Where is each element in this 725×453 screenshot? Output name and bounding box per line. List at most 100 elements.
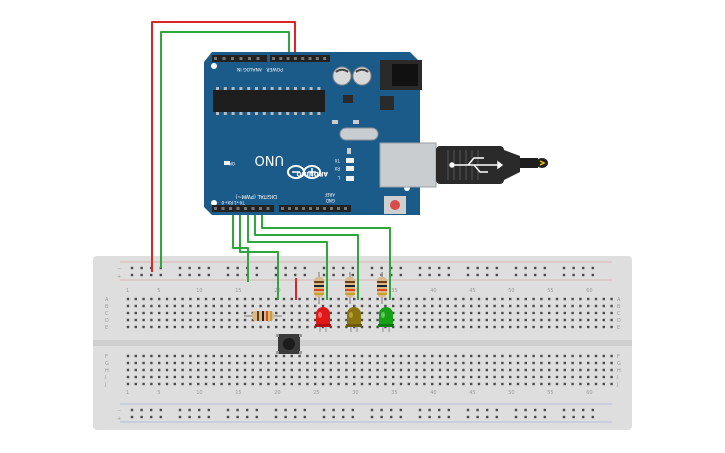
breadboard-hole[interactable] (212, 375, 215, 379)
breadboard-hole[interactable] (353, 368, 356, 372)
breadboard-hole[interactable] (150, 311, 153, 315)
breadboard-hole[interactable] (274, 408, 278, 412)
breadboard-hole[interactable] (594, 375, 598, 379)
header-pin[interactable] (214, 57, 217, 60)
breadboard-hole[interactable] (306, 318, 309, 322)
breadboard-hole[interactable] (267, 354, 270, 358)
breadboard-hole[interactable] (390, 415, 393, 419)
breadboard-hole[interactable] (524, 325, 527, 329)
breadboard-hole[interactable] (165, 311, 169, 315)
breadboard-hole[interactable] (178, 415, 182, 419)
breadboard-hole[interactable] (555, 375, 559, 379)
header-pin[interactable] (279, 57, 283, 60)
breadboard-hole[interactable] (236, 415, 239, 419)
breadboard-hole[interactable] (470, 304, 473, 308)
header-pin[interactable] (256, 57, 260, 60)
breadboard-hole[interactable] (158, 325, 161, 329)
breadboard-hole[interactable] (470, 325, 473, 329)
breadboard-hole[interactable] (431, 375, 434, 379)
breadboard-hole[interactable] (130, 415, 134, 419)
breadboard-hole[interactable] (602, 325, 605, 329)
breadboard-hole[interactable] (610, 382, 613, 386)
breadboard-hole[interactable] (462, 304, 465, 308)
breadboard-hole[interactable] (571, 375, 574, 379)
breadboard-hole[interactable] (251, 382, 254, 386)
breadboard-hole[interactable] (493, 311, 496, 315)
breadboard-hole[interactable] (329, 375, 332, 379)
breadboard-hole[interactable] (259, 297, 262, 301)
breadboard-hole[interactable] (360, 318, 364, 322)
breadboard-hole[interactable] (466, 273, 470, 277)
breadboard-hole[interactable] (173, 325, 176, 329)
breadboard-hole[interactable] (446, 304, 449, 308)
breadboard-hole[interactable] (431, 325, 434, 329)
breadboard-hole[interactable] (534, 266, 537, 270)
breadboard-hole[interactable] (228, 311, 231, 315)
breadboard-hole[interactable] (602, 361, 605, 365)
breadboard-hole[interactable] (540, 311, 543, 315)
breadboard-hole[interactable] (587, 375, 590, 379)
breadboard-hole[interactable] (236, 273, 239, 277)
breadboard-hole[interactable] (368, 368, 371, 372)
breadboard-hole[interactable] (368, 361, 371, 365)
breadboard-hole[interactable] (337, 318, 340, 322)
breadboard-hole[interactable] (563, 297, 566, 301)
breadboard-hole[interactable] (399, 325, 403, 329)
breadboard-hole[interactable] (303, 266, 306, 270)
breadboard-hole[interactable] (207, 273, 210, 277)
breadboard-hole[interactable] (306, 361, 309, 365)
breadboard-hole[interactable] (509, 325, 512, 329)
breadboard-hole[interactable] (181, 361, 184, 365)
breadboard-hole[interactable] (470, 311, 473, 315)
breadboard-hole[interactable] (602, 297, 605, 301)
breadboard-hole[interactable] (524, 318, 527, 322)
breadboard-hole[interactable] (173, 361, 176, 365)
breadboard-hole[interactable] (415, 375, 418, 379)
breadboard-hole[interactable] (158, 361, 161, 365)
breadboard-hole[interactable] (477, 354, 481, 358)
breadboard-hole[interactable] (212, 382, 215, 386)
header-pin[interactable] (251, 207, 255, 210)
breadboard-hole[interactable] (509, 297, 512, 301)
breadboard-hole[interactable] (197, 354, 200, 358)
breadboard-hole[interactable] (548, 304, 551, 308)
breadboard-hole[interactable] (243, 354, 247, 358)
breadboard-hole[interactable] (501, 368, 504, 372)
breadboard-hole[interactable] (181, 318, 184, 322)
breadboard-hole[interactable] (228, 318, 231, 322)
breadboard-hole[interactable] (282, 311, 286, 315)
breadboard-hole[interactable] (470, 361, 473, 365)
breadboard-hole[interactable] (562, 273, 566, 277)
breadboard-hole[interactable] (150, 304, 153, 308)
breadboard-hole[interactable] (524, 297, 527, 301)
breadboard-hole[interactable] (509, 304, 512, 308)
breadboard-hole[interactable] (380, 266, 383, 270)
breadboard-hole[interactable] (495, 273, 498, 277)
breadboard-hole[interactable] (376, 382, 379, 386)
breadboard-hole[interactable] (290, 368, 293, 372)
breadboard-hole[interactable] (610, 325, 613, 329)
breadboard-hole[interactable] (428, 408, 431, 412)
breadboard-hole[interactable] (142, 325, 145, 329)
breadboard-hole[interactable] (212, 297, 215, 301)
breadboard-hole[interactable] (501, 354, 504, 358)
breadboard-hole[interactable] (470, 318, 473, 322)
breadboard-hole[interactable] (477, 368, 481, 372)
header-pin[interactable] (229, 207, 232, 210)
breadboard-hole[interactable] (134, 354, 137, 358)
breadboard-hole[interactable] (516, 382, 520, 386)
breadboard-hole[interactable] (587, 318, 590, 322)
breadboard-hole[interactable] (306, 375, 309, 379)
breadboard-hole[interactable] (337, 311, 340, 315)
breadboard-hole[interactable] (207, 408, 210, 412)
breadboard-hole[interactable] (610, 375, 613, 379)
breadboard-hole[interactable] (173, 304, 176, 308)
breadboard-hole[interactable] (571, 311, 574, 315)
breadboard-hole[interactable] (446, 311, 449, 315)
breadboard-hole[interactable] (454, 304, 457, 308)
breadboard-hole[interactable] (298, 354, 301, 358)
breadboard-hole[interactable] (376, 325, 379, 329)
wire-pin-yellow-led[interactable] (254, 208, 359, 300)
breadboard-hole[interactable] (454, 325, 457, 329)
breadboard-hole[interactable] (509, 382, 512, 386)
